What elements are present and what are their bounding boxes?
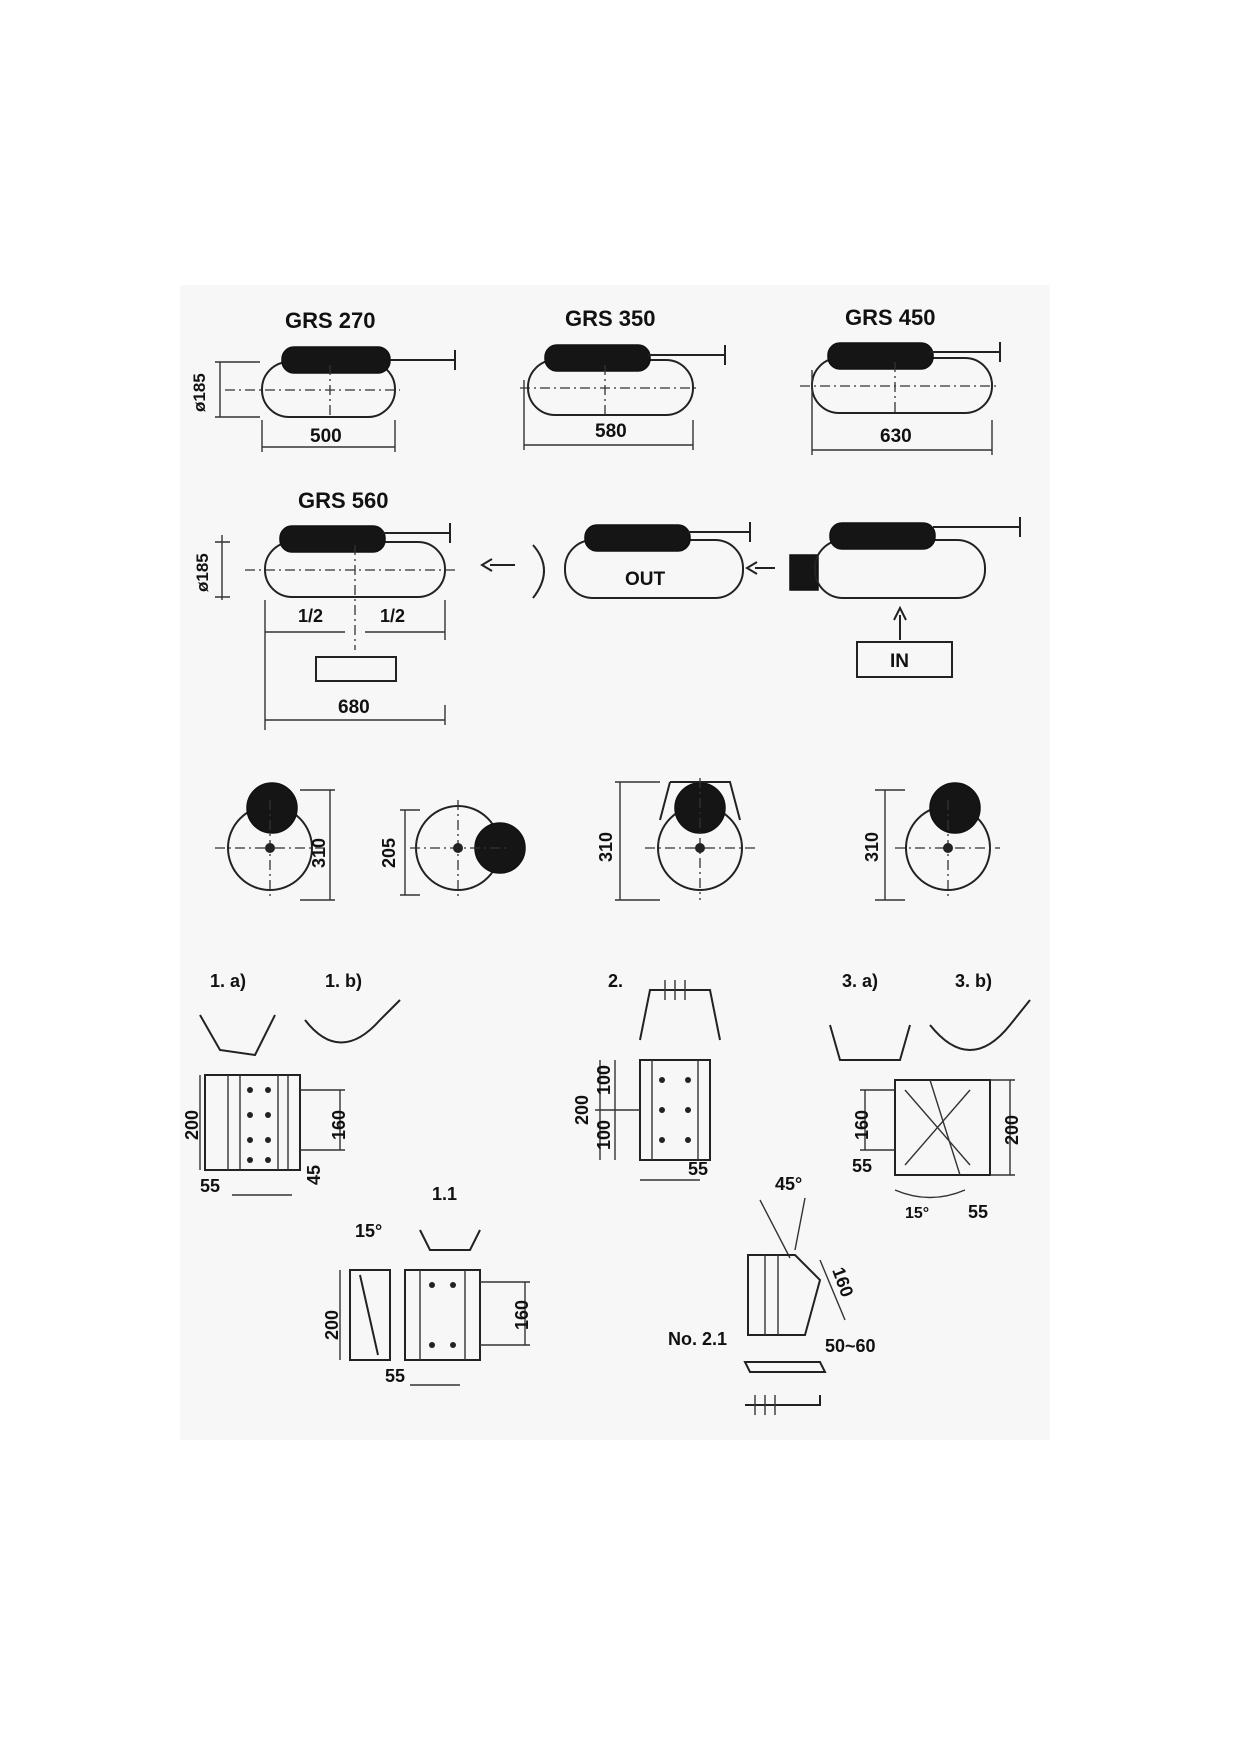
mount-1-200-label: 200 [182,1110,202,1140]
grs-450-title: GRS 450 [845,305,936,330]
mount-1-1: 1.1 15° 200 160 55 [322,1184,532,1386]
mount-3: 3. a) 3. b) 160 200 55 15° 55 [829,971,1031,1222]
mount-3-15-label: 15° [905,1205,929,1222]
end-view-3: 310 [596,778,755,901]
grs-560-cover [279,525,386,553]
mount-2-100b-label: 100 [594,1120,614,1150]
grs-270-side-view: GRS 270 ø185 500 [190,308,456,452]
mount-2-1-45-label: 45° [775,1174,802,1194]
bracket-1-1-profile [419,1229,481,1251]
mount-1-1-15-label: 15° [355,1221,382,1241]
mount-3-55a-label: 55 [852,1156,872,1176]
grs-270-diameter-label: ø185 [190,373,209,412]
mount-1-1-200-label: 200 [322,1310,342,1340]
bracket-2-profile [639,989,721,1041]
in-box [856,641,953,678]
bracket-3b-profile [929,999,1031,1051]
mount-2-1-label: No. 2.1 [668,1329,727,1349]
grs-450-length-dim [811,370,993,455]
grs-350-title: GRS 350 [565,306,656,331]
end-view-3-height-label: 310 [596,832,616,862]
grs-450-cover [827,342,934,370]
grs-350-cable [648,345,726,365]
grs-560-cable [383,523,451,543]
drawing-area [180,285,1050,1440]
in-label: IN [890,651,909,672]
grs-560-length-dim [265,705,446,725]
bracket-1a-profile [199,1014,276,1057]
bracket-3a-profile [829,1024,911,1061]
in-filter-cap [789,554,819,591]
grs-560-side-view: GRS 560 ø185 1/2 1/2 680 [193,488,455,730]
mount-1-160-label: 160 [329,1110,349,1140]
flow-diagram: OUT IN [480,517,1021,678]
bracket-3-plan [894,1079,991,1176]
bracket-2-1-strip-1 [743,1361,827,1373]
mount-2-1: 45° 160 No. 2.1 50~60 [668,1174,876,1415]
mount-2: 2. 200 100 100 55 [572,971,721,1181]
mount-1-1-55-label: 55 [385,1366,405,1386]
in-unit-cable [933,517,1021,537]
in-unit-cover [829,522,936,550]
grs-270-cover [281,346,391,374]
bracket-1-plan [204,1074,301,1171]
mount-1-45-label: 45 [304,1165,324,1185]
mount-2-1-range-label: 50~60 [825,1336,876,1356]
end-view-1-height-label: 310 [309,838,329,868]
grs-450-side-view: GRS 450 630 [800,305,1001,455]
grs-560-diameter-dim [215,535,230,600]
grs-270-length-dim [261,420,396,452]
end-view-4: 310 [862,782,1000,901]
mount-1: 1. a) 1. b) 200 160 45 55 [182,971,401,1196]
out-unit-cable [688,522,751,542]
out-label: OUT [625,569,666,590]
end-view-2: 205 [379,800,526,900]
in-arrow [893,605,907,640]
mount-2-55-label: 55 [688,1159,708,1179]
end-cap-removed [532,544,545,599]
out-unit-cover [584,524,691,552]
mount-2-100a-label: 100 [594,1065,614,1095]
mount-3-55b-label: 55 [968,1202,988,1222]
left-arrow-2 [745,561,775,575]
grs-450-cable [930,342,1001,362]
grs-560-half-dims [264,600,446,730]
grs-560-diameter-label: ø185 [193,553,212,592]
grs-560-title: GRS 560 [298,488,389,513]
mount-3b-label: 3. b) [955,971,992,991]
mount-1-1-160-label: 160 [512,1300,532,1330]
grs-270-diameter-dim [215,361,260,418]
left-arrow-1 [480,558,515,572]
bracket-1b-profile [304,999,401,1044]
mount-3a-label: 3. a) [842,971,878,991]
grs-350-side-view: GRS 350 580 [520,306,726,450]
grs-350-length-dim [523,380,694,450]
mount-1b-label: 1. b) [325,971,362,991]
grs-560-length-label: 680 [338,697,370,718]
bracket-1-1-plan [404,1269,481,1361]
bracket-1-1-side [349,1269,391,1361]
end-view-2-height-label: 205 [379,838,399,868]
mount-2-200-label: 200 [572,1095,592,1125]
mount-1-55-label: 55 [200,1176,220,1196]
bracket-2-1-strip-2 [745,1395,821,1406]
mount-1a-label: 1. a) [210,971,246,991]
grs-560-half-left-label: 1/2 [298,606,323,626]
mount-1-1-label: 1.1 [432,1184,457,1204]
mount-3-200-label: 200 [1002,1115,1022,1145]
end-view-4-height-label: 310 [862,832,882,862]
bracket-2-1-plan [747,1254,822,1336]
grs-350-length-label: 580 [595,421,627,442]
grs-560-half-right-label: 1/2 [380,606,405,626]
mount-3-160-label: 160 [852,1110,872,1140]
grs-270-title: GRS 270 [285,308,376,333]
mount-2-label: 2. [608,971,623,991]
grs-450-length-label: 630 [880,426,912,447]
grs-560-cover-detail [315,656,397,682]
end-view-1: 310 [215,782,335,901]
grs-270-length-label: 500 [310,426,342,447]
grs-350-cover [544,344,651,372]
